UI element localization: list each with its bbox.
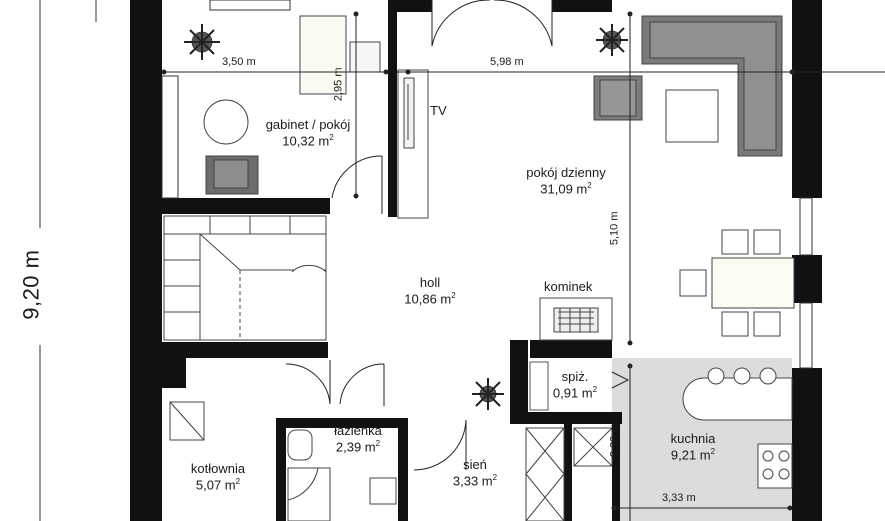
- dining-table: [711, 257, 795, 309]
- wall-bath-top: [276, 418, 406, 428]
- wall-bath-right: [398, 418, 408, 521]
- wall-chimney-base: [510, 412, 622, 424]
- wall-top-mid: [552, 0, 612, 12]
- pantry-shelf: [529, 361, 549, 411]
- door-sien: [413, 419, 467, 471]
- pokoj-dzienny-name: pokój dzienny: [526, 165, 606, 180]
- window-right-lower: [799, 302, 813, 369]
- bathroom-fixtures: [287, 429, 397, 521]
- spiz-name: spiż.: [561, 369, 589, 384]
- boiler: [169, 401, 205, 441]
- lazienka-name: łazienka: [334, 423, 382, 438]
- wall-bath-left: [276, 418, 286, 521]
- dim-gabinet-width: 3,50 m: [222, 56, 256, 68]
- sien-label: sień 3,33 m2: [440, 457, 510, 489]
- fireplace: [539, 297, 613, 341]
- dim-living-height: 5,10 m: [608, 211, 621, 246]
- gabinet-name: gabinet / pokój: [265, 117, 351, 132]
- dimension-lines: [161, 11, 885, 521]
- dim-living-width: 5,98 m: [490, 56, 524, 68]
- stove: [757, 443, 793, 489]
- kotlownia-area: 5,07 m2: [195, 476, 241, 493]
- wall-right-outer-mid: [792, 255, 822, 303]
- walls: [130, 0, 822, 521]
- gabinet-furniture: [203, 15, 381, 195]
- lazienka-area: 2,39 m2: [335, 438, 381, 455]
- window-top-gabinet: [209, 0, 291, 11]
- door-kotlownia: [285, 360, 331, 405]
- door-entrance-top: [431, 0, 553, 47]
- wall-left-outer: [130, 0, 162, 521]
- kominek-label: kominek: [544, 279, 593, 294]
- pokoj-dzienny-label: pokój dzienny 31,09 m2: [496, 165, 636, 197]
- wardrobe: [525, 427, 565, 521]
- lazienka-label: łazienka 2,39 m2: [318, 423, 398, 455]
- wall-sien-right: [564, 424, 572, 521]
- gabinet-area: 10,32 m2: [282, 132, 334, 149]
- kuchnia-area: 9,21 m2: [670, 446, 716, 463]
- holl-name: holl: [419, 275, 441, 290]
- holl-area: 10,86 m2: [404, 290, 456, 307]
- shower: [287, 467, 331, 521]
- living-furniture: [593, 15, 795, 337]
- gabinet-label: gabinet / pokój 10,32 m2: [240, 117, 376, 149]
- dim-gabinet-height: 2,95 m: [332, 67, 345, 102]
- doors: [285, 0, 630, 471]
- kuchnia-name: kuchnia: [670, 431, 716, 446]
- kotlownia-name: kotłownia: [190, 461, 246, 476]
- wall-kotlownia-jog: [130, 358, 186, 388]
- wall-gabinet-bottom: [130, 198, 330, 214]
- wall-right-outer-low: [792, 368, 822, 521]
- coffee-table: [665, 89, 719, 143]
- kotlownia-label: kotłownia 5,07 m2: [172, 461, 264, 493]
- kitchen-furniture: [525, 367, 793, 521]
- window-gabinet-left: [161, 75, 179, 199]
- dim-total-height: 9,20 m: [18, 249, 44, 320]
- kitchen-island: [682, 377, 793, 421]
- door-gabinet: [331, 155, 383, 199]
- wall-chimney-left: [510, 340, 528, 416]
- dim-kitchen-width: 3,33 m: [662, 492, 696, 504]
- staircase: [163, 215, 327, 341]
- windows: [161, 0, 813, 369]
- window-right-upper: [799, 197, 813, 256]
- door-spiz: [611, 371, 630, 389]
- washbasin: [369, 477, 397, 505]
- sien-name: sień: [463, 457, 487, 472]
- total-height-dimension: [39, 0, 97, 521]
- wall-stairs-bottom: [130, 342, 328, 358]
- spiz-area: 0,91 m2: [552, 384, 598, 401]
- wall-spiz-top: [530, 340, 612, 358]
- wall-right-outer-top: [792, 0, 822, 198]
- tv-label: TV: [430, 103, 447, 118]
- spiz-label: spiż. 0,91 m2: [540, 369, 610, 401]
- pokoj-dzienny-area: 31,09 m2: [540, 180, 592, 197]
- door-lazienka: [339, 363, 385, 406]
- holl-label: holl 10,86 m2: [380, 275, 480, 307]
- wall-gabinet-right-lower: [388, 12, 397, 217]
- wall-gabinet-right: [388, 0, 432, 12]
- chair-desk: [349, 41, 381, 73]
- kuchnia-label: kuchnia 9,21 m2: [648, 431, 738, 463]
- plants: [184, 24, 628, 410]
- desk: [299, 15, 347, 95]
- tv-unit: [397, 69, 429, 219]
- wall-kitchen-pantry: [612, 424, 620, 521]
- sien-area: 3,33 m2: [452, 472, 498, 489]
- round-table: [203, 99, 249, 145]
- dim-kitchen-height: 3,20 m: [608, 423, 621, 458]
